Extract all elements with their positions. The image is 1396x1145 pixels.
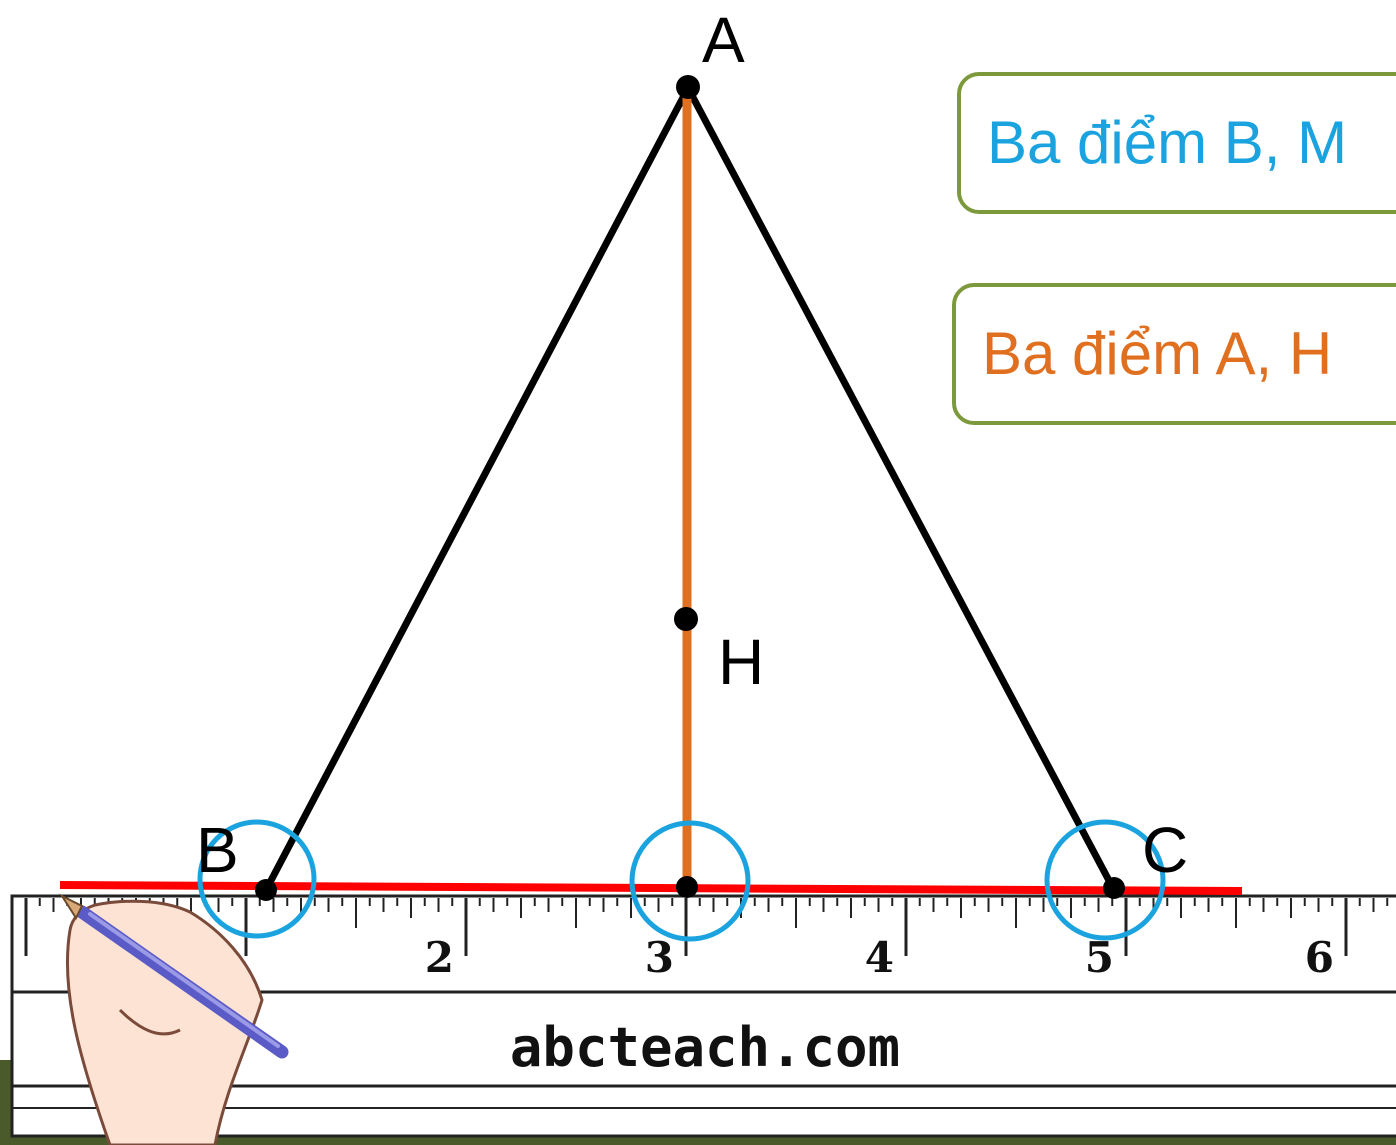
label-B: B xyxy=(196,814,239,886)
side-AC xyxy=(684,86,1118,892)
ruler-brand: abcteach.com xyxy=(510,1016,900,1079)
point-B-dot xyxy=(255,879,277,901)
label-A: A xyxy=(702,4,745,76)
note-box-AH: Ba điểm A, H xyxy=(952,283,1396,425)
pencil-highlight xyxy=(88,912,280,1048)
note-text-AH: Ba điểm A, H xyxy=(982,320,1333,387)
point-M-dot xyxy=(676,876,698,898)
pencil-body xyxy=(75,905,289,1059)
label-H: H xyxy=(718,626,764,698)
note-box-BM: Ba điểm B, M xyxy=(957,72,1396,214)
point-C-dot xyxy=(1103,877,1125,899)
highlight-circle-C xyxy=(1044,819,1166,941)
hand-finger-line xyxy=(118,1008,181,1036)
ruler-number-2: 2 xyxy=(425,933,454,982)
point-H-dot xyxy=(674,607,698,631)
hand-shape xyxy=(65,899,264,1145)
note-text-BM: Ba điểm B, M xyxy=(987,109,1348,176)
point-A-dot xyxy=(676,75,700,99)
pencil-tip xyxy=(59,893,84,921)
side-AB xyxy=(262,86,692,892)
ruler-number-3: 3 xyxy=(645,933,674,982)
highlight-circle-M xyxy=(629,820,751,942)
ruler-number-4: 4 xyxy=(865,933,894,982)
ruler-number-5: 5 xyxy=(1085,933,1114,982)
highlight-circle-B xyxy=(197,819,317,939)
ruler-number-6: 6 xyxy=(1305,933,1334,982)
hand-with-pencil xyxy=(59,893,289,1145)
label-C: C xyxy=(1142,814,1188,886)
